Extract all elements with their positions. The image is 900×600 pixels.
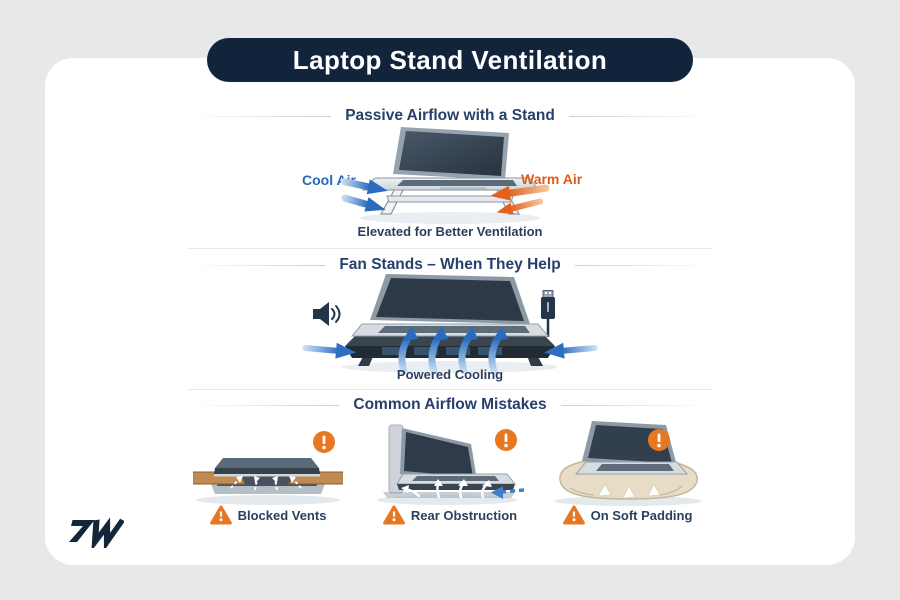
pillow-folds [569,485,683,496]
section-3-heading: Common Airflow Mistakes [353,396,547,413]
mistake-label: On Soft Padding [590,507,693,523]
mistake-caption-soft-padding: On Soft Padding [540,505,715,525]
heading-rule-left [188,115,332,117]
incoming-air-blocked-arrow [491,486,525,499]
brand-logo [62,514,125,553]
smothered-air-arrows [597,483,661,499]
mistake-label: Blocked Vents [237,507,327,523]
section-heading-fan-stands: Fan Stands – When They Help [188,256,712,274]
shadow [554,496,702,506]
trapped-air-arrowheads [236,476,296,483]
heading-rule-right [574,264,712,266]
warning-triangle-icon [383,505,405,525]
laptop-screen [370,274,530,324]
mistake-caption-rear-obstruction: Rear Obstruction [365,505,535,525]
laptop-deck [361,177,541,191]
deflected-air-arrowheads [401,479,492,493]
warning-triangle-icon [209,505,232,525]
closed-laptop [214,458,320,477]
shadow [196,495,340,505]
section-1-heading: Passive Airflow with a Stand [345,107,555,124]
section-divider [188,389,712,390]
laptop [396,428,517,490]
warm-air-label: Warm Air [521,171,583,187]
warning-badge-icon [648,429,670,451]
page-title: Laptop Stand Ventilation [292,44,608,75]
airflow-side-arrow-right [544,342,598,359]
section-divider [188,248,712,249]
section-2-caption: Powered Cooling [396,367,504,382]
section-heading-mistakes: Common Airflow Mistakes [188,396,712,414]
laptop-deck [350,323,550,337]
soft-padding-illustration [554,421,702,506]
section-heading-passive-airflow: Passive Airflow with a Stand [188,107,712,125]
mistake-caption-blocked-vents: Blocked Vents [188,505,348,525]
heading-rule-right [560,404,712,406]
blocked-vents-illustration [193,458,343,505]
warning-triangle-icon [562,505,585,525]
warning-badge-icon [495,429,517,451]
shadow [360,212,540,224]
cool-air-arrows-icon [340,178,388,212]
warm-air-arrows-icon [490,184,550,215]
fan-stand [345,336,555,366]
base-plate [211,484,325,494]
section-2-heading: Fan Stands – When They Help [339,256,561,273]
laptop-screen [393,127,509,180]
heading-rule-left [188,264,326,266]
shadow [342,361,558,373]
warning-badge-icon [313,431,335,453]
rear-obstruction-illustration [377,424,525,505]
airflow-side-arrow-left [302,342,356,359]
mistake-label: Rear Obstruction [410,507,518,523]
airflow-up-arrows [398,326,508,374]
laptop-on-stand-illustration [360,127,541,224]
heading-rule-left [188,404,340,406]
rw-logo-icon [69,517,125,552]
heading-rule-right [568,115,712,117]
title-banner: Laptop Stand Ventilation [207,38,693,82]
usb-plug-icon [541,290,555,337]
laptop-on-fan-stand-illustration [302,274,598,374]
trapped-air-arrows [230,478,302,491]
section-1-caption: Elevated for Better Ventilation [357,224,543,239]
speaker-icon [313,302,341,326]
